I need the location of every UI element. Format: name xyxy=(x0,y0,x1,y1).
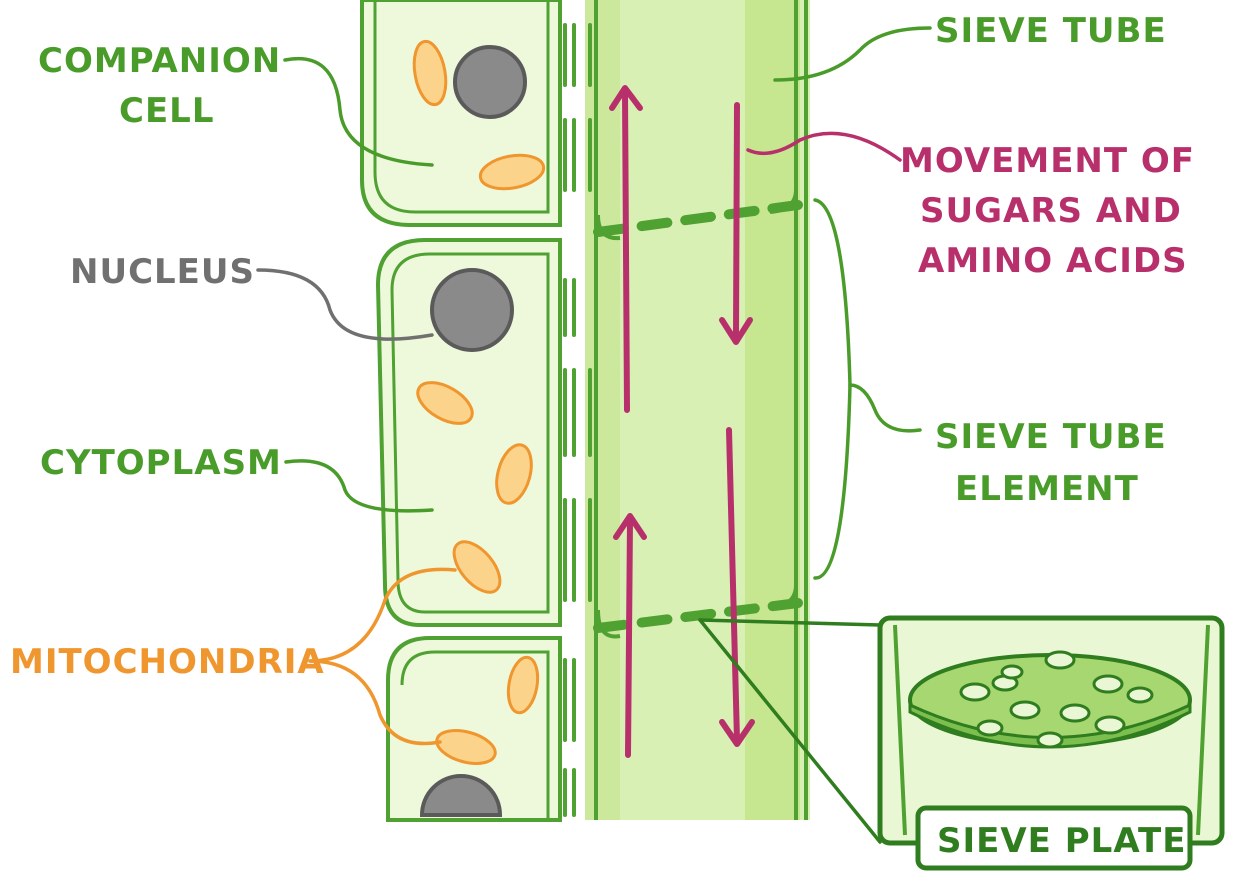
sieve-tube-element-label-line1: SIEVE TUBE xyxy=(935,417,1167,457)
sieve-tube-label: SIEVE TUBE xyxy=(935,11,1167,51)
movement-label-line3: AMINO ACIDS xyxy=(918,241,1188,281)
sieve-tube-element-label-line2: ELEMENT xyxy=(955,469,1139,509)
sieve-plate-label: SIEVE PLATE xyxy=(937,821,1186,861)
mitochondria-label: MITOCHONDRIA xyxy=(10,642,325,682)
nucleus-label: NUCLEUS xyxy=(70,252,255,292)
sieve-tube xyxy=(585,0,810,820)
movement-label-line1: MOVEMENT OF xyxy=(900,141,1195,181)
companion-cell-top xyxy=(362,0,560,225)
companion-cell-label-line2: CELL xyxy=(119,91,215,131)
movement-label-line2: SUGARS AND xyxy=(920,191,1182,231)
cytoplasm-label: CYTOPLASM xyxy=(40,443,282,483)
companion-cell-label-line1: COMPANION xyxy=(38,41,281,81)
